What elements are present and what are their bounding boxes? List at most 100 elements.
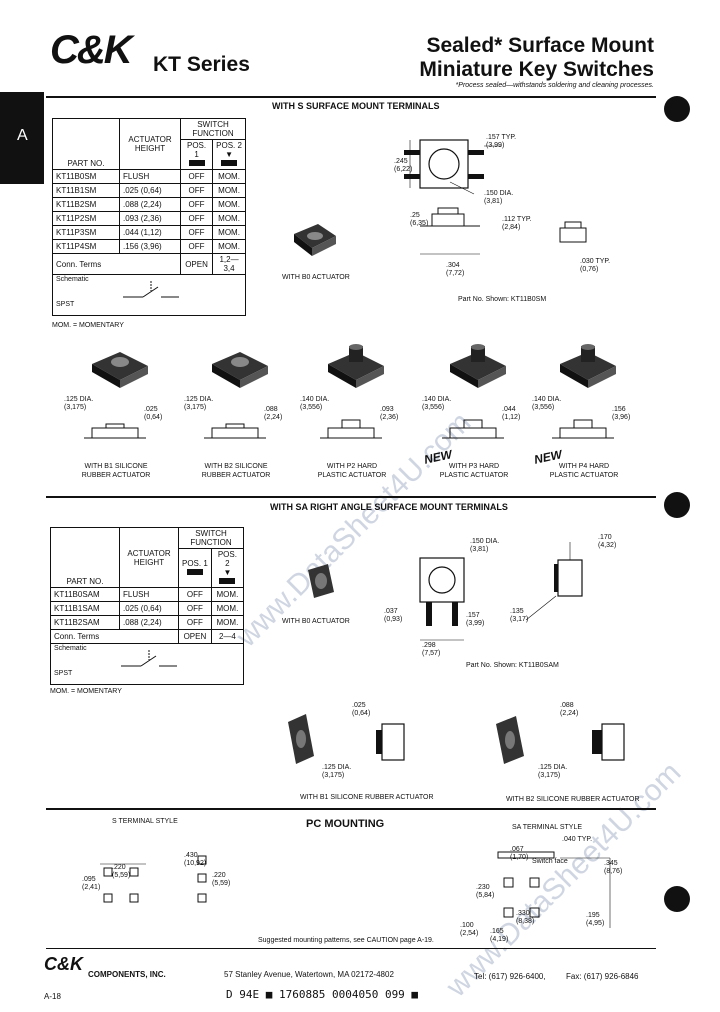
variant-caption-line1: WITH P3 HARD [448, 463, 500, 470]
col-part-no: PART NO. [52, 118, 120, 170]
variant-dia-in: .140 DIA. [532, 396, 562, 403]
dim-25: .25(6,35) [410, 212, 428, 228]
footer-logo: C&K [44, 954, 83, 974]
b2-h-in: .088 [560, 702, 574, 709]
variant-h-mm: (2,36) [380, 414, 399, 421]
variant-dim-height: .156(3,96) [612, 406, 630, 422]
pc-165-in: .165 [490, 928, 504, 935]
footer-fax: Fax: (617) 926-6846 [566, 972, 639, 981]
col-pos1: POS. 1 [179, 139, 214, 170]
dim-245: .245(6,22) [394, 158, 412, 174]
sa-pc-pattern [497, 851, 611, 928]
dim-170-mm: (4,32) [598, 542, 617, 549]
schematic-label: Schematic [56, 276, 89, 283]
pc-230-mm: (5,84) [476, 892, 495, 899]
cell-part: KT11P4SM [52, 239, 120, 254]
mom-note: MOM. = MOMENTARY [52, 322, 124, 329]
variant-h-in: .088 [264, 406, 278, 413]
pc-100-in: .100 [460, 922, 474, 929]
pc-220b-mm: (5,59) [212, 880, 231, 887]
dim-298-mm: (7,57) [422, 650, 441, 657]
divider [46, 948, 656, 949]
cell-height: .044 (1,12) [119, 225, 181, 240]
variant-dia-mm: (3,556) [422, 404, 445, 411]
cell-part: KT11B0SAM [50, 587, 120, 602]
page-number: A-18 [44, 992, 61, 1001]
cell-height: .088 (2,24) [119, 197, 181, 212]
variant-dim-dia: .125 DIA.(3,175) [184, 396, 213, 412]
variant-h-mm: (0,64) [144, 414, 163, 421]
cell-height: .093 (2,36) [119, 211, 181, 226]
s-pc-pattern [100, 855, 207, 903]
variant-dim-dia: .140 DIA.(3,556) [532, 396, 561, 412]
pc-sa-dim-067: .067(1,70) [510, 846, 528, 862]
cell-pos2: MOM. [210, 601, 245, 616]
variant-dim-height: .088(2,24) [264, 406, 282, 422]
variant-dim-height: .044(1,12) [502, 406, 520, 422]
schematic-symbol-icon [121, 650, 177, 667]
b0-caption: WITH B0 ACTUATOR [282, 274, 350, 281]
dim-030: .030 TYP.(0,76) [580, 258, 610, 274]
conn-pos1: OPEN [179, 253, 214, 275]
variant-caption-line2: RUBBER ACTUATOR [201, 472, 271, 479]
dim-245-mm: (6,22) [394, 166, 413, 173]
cell-height: .088 (2,24) [119, 615, 179, 630]
variant-switch-photo [328, 344, 384, 388]
pc-345-mm: (8,76) [604, 868, 623, 875]
variant-h-in: .025 [144, 406, 158, 413]
dim-304: .304(7,72) [446, 262, 464, 278]
variant-item: .125 DIA.(3,175).088(2,24)WITH B2 SILICO… [176, 340, 296, 486]
pc-dim-220: .220(5,59) [112, 864, 130, 880]
pc-430-in: .430 [184, 852, 198, 859]
dim-150: .150 DIA.(3,81) [484, 190, 513, 206]
pc-sa-dim-195: .195(4,95) [586, 912, 604, 928]
sa-b1-dim-dia: .125 DIA.(3,175) [322, 764, 351, 780]
pc-mounting-heading: PC MOUNTING [306, 818, 385, 830]
conn-pos2: 1,2—3,4 [212, 253, 246, 275]
variant-dia-in: .125 DIA. [64, 396, 94, 403]
variant-dia-mm: (3,175) [64, 404, 87, 411]
print-stamp: D 94E ■ 1760885 0004050 099 ■ [226, 988, 419, 1001]
variant-dia-mm: (3,175) [184, 404, 207, 411]
cell-pos1: OFF [178, 615, 212, 630]
cell-pos1: OFF [178, 601, 212, 616]
sa-terminal-style: SA TERMINAL STYLE [512, 824, 583, 831]
pc-330-in: .330 [516, 910, 530, 917]
conn-terms-label: Conn. Terms [50, 629, 179, 644]
dim-135-in: .135 [510, 608, 524, 615]
pc-dim-095: .095(2,41) [82, 876, 100, 892]
title-line-1: Sealed* Surface Mount [426, 34, 654, 57]
process-footnote: *Process sealed—withstands soldering and… [455, 82, 654, 89]
pc-dim-220b: .220(5,59) [212, 872, 230, 888]
pc-095-in: .095 [82, 876, 96, 883]
dim-150-in: .150 DIA. [484, 190, 514, 197]
cell-part: KT11P3SM [52, 225, 120, 240]
variant-caption-line2: PLASTIC ACTUATOR [549, 472, 619, 479]
variant-dim-dia: .140 DIA.(3,556) [422, 396, 451, 412]
variant-item: .125 DIA.(3,175).025(0,64)WITH B1 SILICO… [56, 340, 176, 486]
variant-h-mm: (1,12) [502, 414, 521, 421]
pc-sa-dim-230: .230(5,84) [476, 884, 494, 900]
pc-220b-in: .220 [212, 872, 226, 879]
s-top-view-drawing [404, 139, 587, 255]
schematic-symbol-icon [123, 281, 179, 298]
sa-b2-dim-h: .088(2,24) [560, 702, 578, 718]
pc-sa-dim-345: .345(8,76) [604, 860, 622, 876]
pc-067-in: .067 [510, 846, 524, 853]
dim-030-in: .030 TYP. [580, 258, 611, 265]
b2-dia-in: .125 DIA. [538, 764, 568, 771]
col-actuator-line2: HEIGHT [134, 144, 166, 153]
variant-switch-photo [560, 344, 616, 388]
cell-height: .025 (0,64) [119, 183, 181, 198]
spst-label: SPST [54, 670, 73, 677]
switch-face-label: Switch face [532, 858, 568, 865]
dim-170-in: .170 [598, 534, 612, 541]
